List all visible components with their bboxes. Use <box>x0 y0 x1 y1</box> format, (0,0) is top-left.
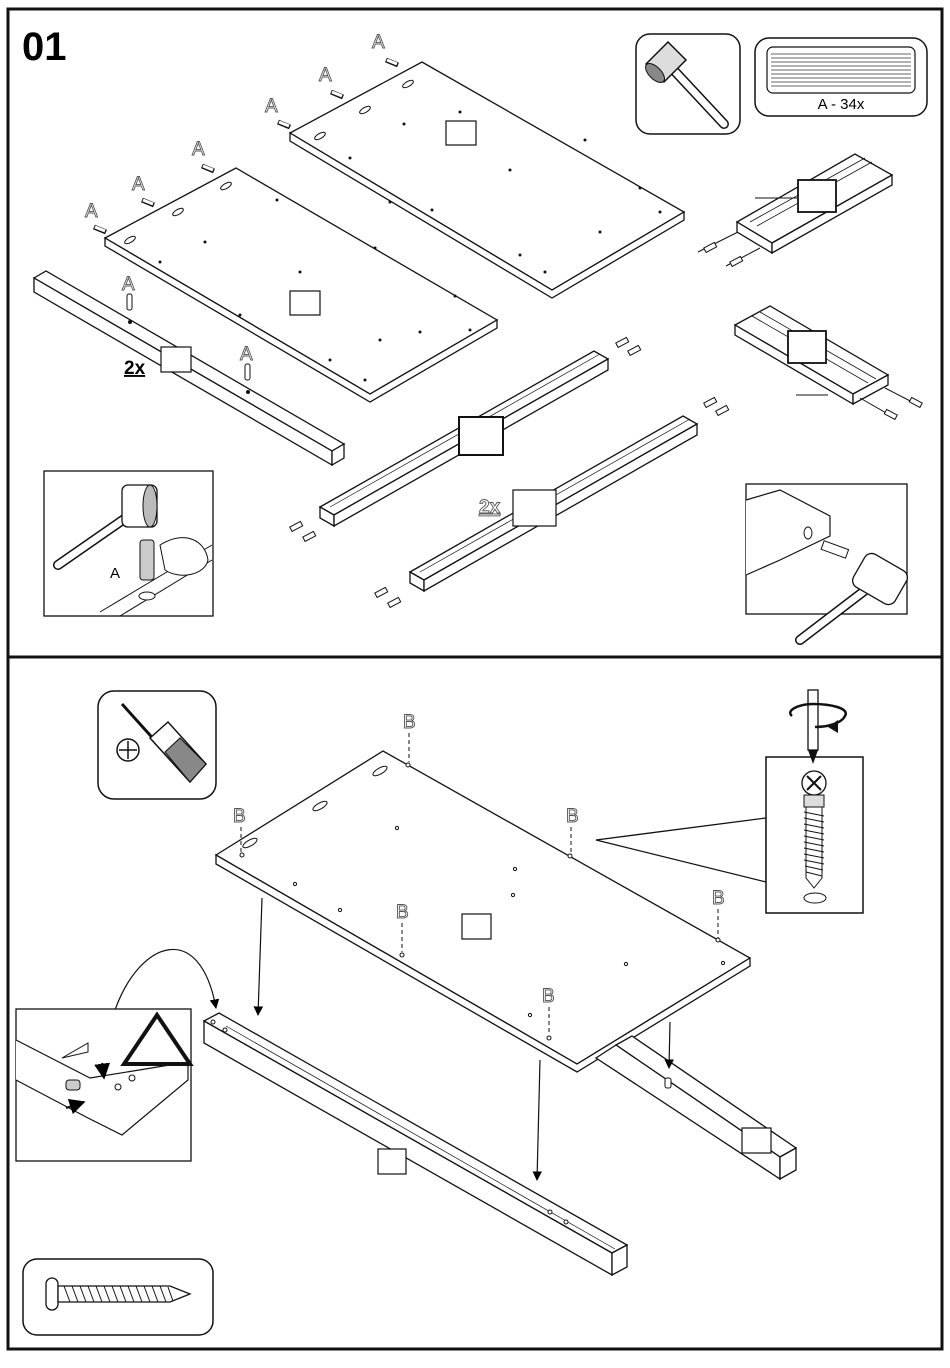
screw-label: B <box>566 806 579 827</box>
short-rail-lower <box>735 306 922 419</box>
part-label-box <box>513 490 556 526</box>
screw-label: B <box>542 986 555 1007</box>
screw-type-box <box>23 1259 213 1335</box>
rail-back <box>596 1036 796 1179</box>
part-label-box <box>788 331 826 363</box>
screwdriver-tool-box <box>98 691 216 799</box>
detail-screw <box>766 690 863 913</box>
detail-tap-dowel <box>746 484 910 640</box>
part-label-box <box>742 1128 771 1153</box>
part-label-box <box>290 291 320 315</box>
dowel-label: A <box>240 344 253 365</box>
dowel-label: A <box>265 96 278 117</box>
detail-dowel-label: A <box>110 565 120 582</box>
dowel-label: A <box>132 174 145 195</box>
part-label-box <box>798 180 836 212</box>
dowel-label: A <box>122 274 135 295</box>
screw-label: B <box>396 902 409 923</box>
step-number: 01 <box>22 25 67 69</box>
hammer-tool-box <box>636 34 740 134</box>
hardware-count-label: A - 34x <box>818 96 865 113</box>
part-label-box <box>459 417 503 455</box>
callout-pointer <box>596 818 766 882</box>
part-label-box <box>378 1149 406 1174</box>
dowel-label: A <box>85 201 98 222</box>
hardware-count-box: A - 34x <box>755 38 927 116</box>
screw-label: B <box>233 806 246 827</box>
dowel-label: A <box>319 65 332 86</box>
quantity-label: 2x <box>479 497 501 518</box>
dowel-label: A <box>372 32 385 53</box>
dowel-label: A <box>192 139 205 160</box>
part-label-box <box>161 347 191 372</box>
screw-label: B <box>712 888 725 909</box>
part-label-box <box>446 121 476 145</box>
quantity-label: 2x <box>124 358 146 379</box>
short-rail-upper <box>698 154 892 266</box>
part-label-box <box>462 914 491 939</box>
detail-warning <box>16 1009 191 1161</box>
detail-hammer-dowel: A <box>44 471 213 616</box>
side-rail-2: 2x <box>375 397 729 607</box>
screw-label: B <box>403 712 416 733</box>
